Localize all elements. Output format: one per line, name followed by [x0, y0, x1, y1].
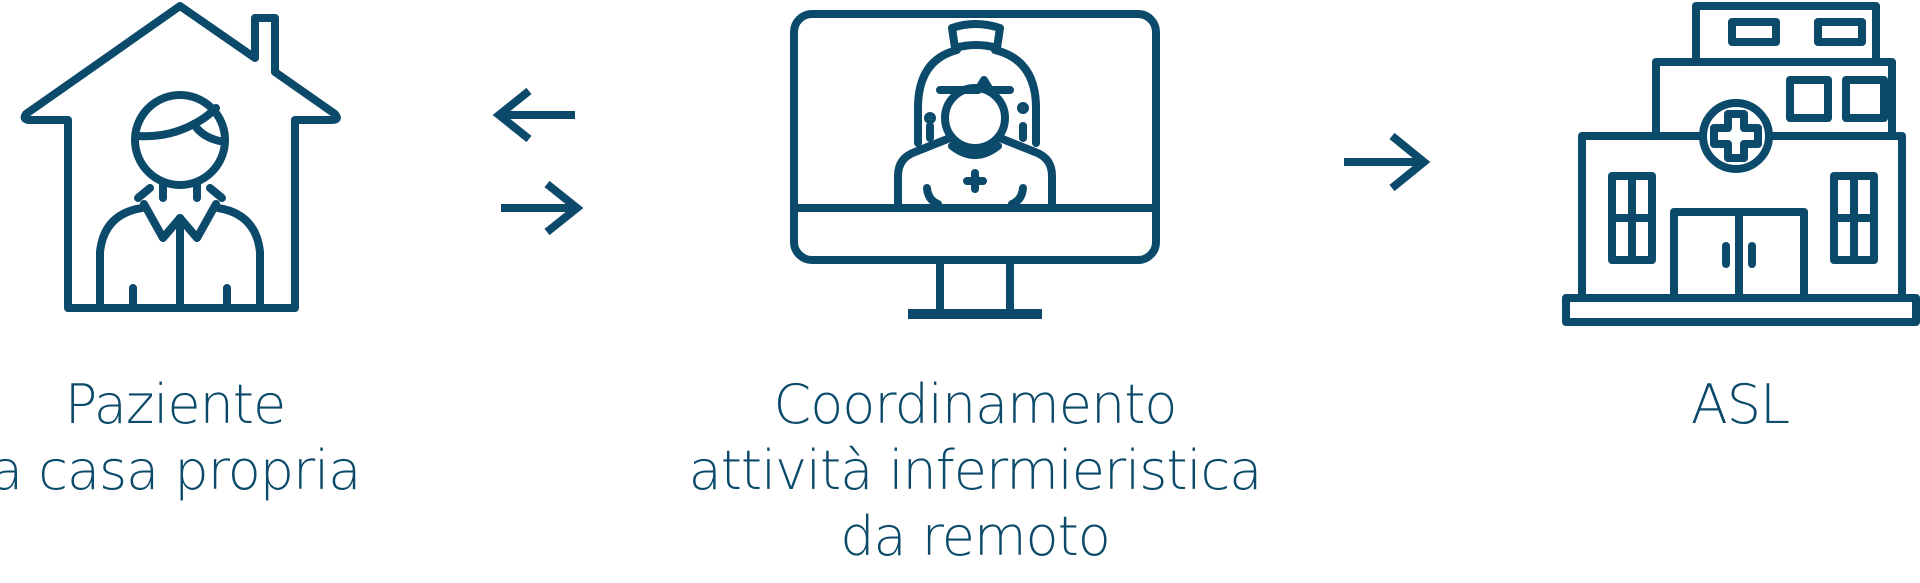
node-label-line: da remoto: [840, 504, 1111, 568]
right-arrow-icon: [1340, 132, 1432, 192]
hospital-building-icon: [1562, 0, 1920, 330]
node-label-asl: ASL: [1640, 372, 1840, 438]
node-label-patient: Paziente a casa propria: [0, 372, 361, 504]
node-label-line: a casa propria: [0, 438, 361, 502]
remote-nurse-monitor-icon: [790, 8, 1160, 328]
node-label-line: attività infermieristica: [688, 438, 1263, 502]
node-label-line: Coordinamento: [773, 373, 1178, 436]
bidirectional-arrows-icon: [492, 87, 585, 238]
node-label-line: Paziente: [64, 373, 286, 436]
node-label-coordination: Coordinamento attività infermieristica d…: [665, 372, 1285, 570]
home-patient-icon: [20, 0, 341, 320]
node-label-line: ASL: [1690, 373, 1790, 436]
